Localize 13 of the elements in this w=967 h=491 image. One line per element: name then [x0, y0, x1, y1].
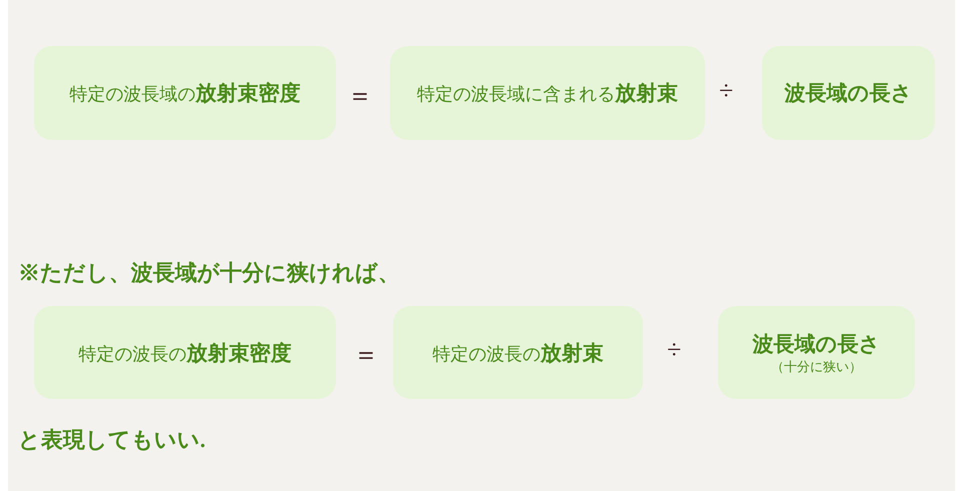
term-text: 特定の波長の放射束密度: [78, 340, 292, 366]
note-text: と表現してもいい.: [18, 426, 206, 454]
division-sign: ÷: [667, 335, 682, 365]
term-text: 波長域の長さ: [784, 80, 912, 107]
term-text: 波長域の長さ: [752, 330, 880, 358]
term-note: （十分に狭い）: [771, 358, 862, 376]
term-text: 特定の波長域の放射束密度: [70, 80, 300, 107]
term-text: 特定の波長の放射束: [432, 340, 604, 366]
term-text: 特定の波長域に含まれる放射束: [417, 80, 678, 107]
note-text: ※ただし、波長域が十分に狭ければ、: [18, 259, 400, 287]
equals-sign: ＝: [347, 80, 373, 112]
equals-sign: ＝: [353, 339, 379, 371]
division-sign: ÷: [719, 76, 734, 106]
